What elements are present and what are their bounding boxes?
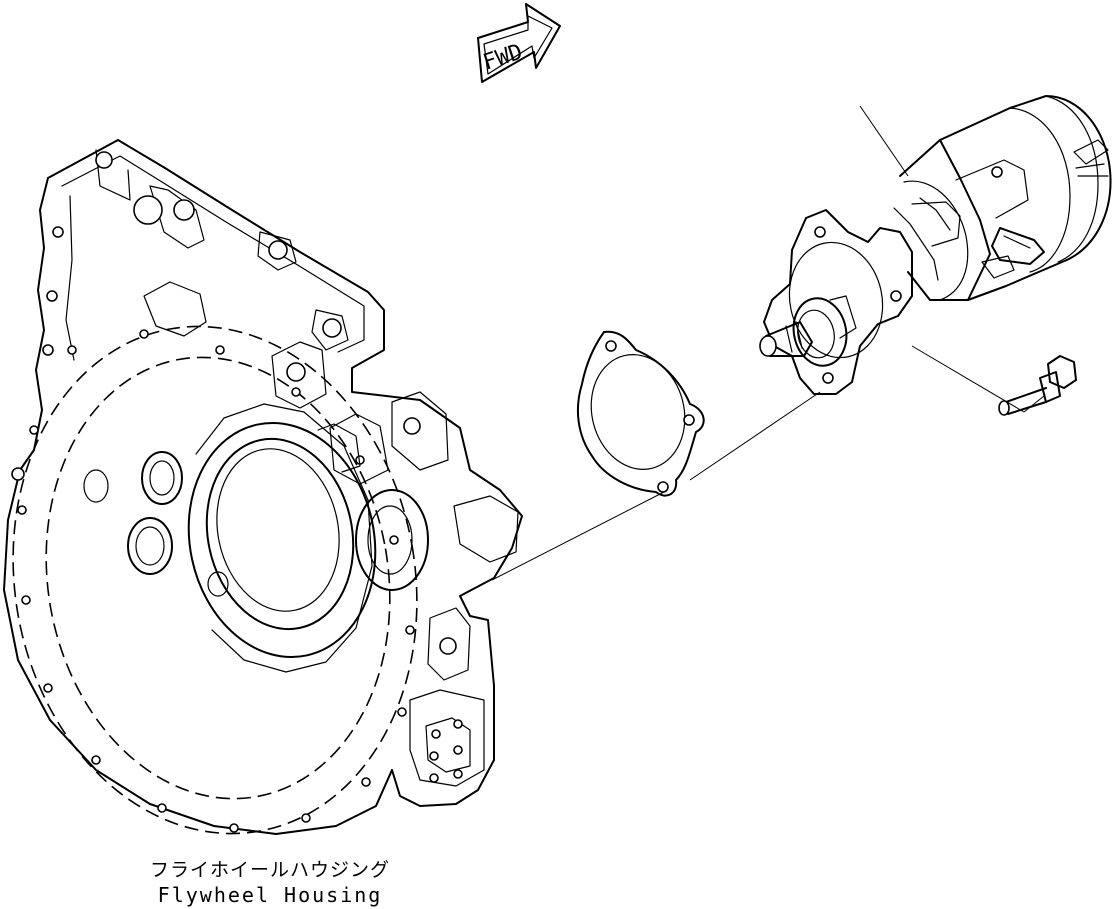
fwd-arrow-icon: FWD (477, 3, 561, 83)
caption-english: Flywheel Housing (157, 883, 383, 907)
leader-lines (491, 105, 1045, 581)
part-caption: フライホイールハウジング Flywheel Housing (110, 858, 430, 908)
gasket (576, 330, 705, 497)
mounting-bolt (998, 355, 1077, 416)
starter-motor (759, 95, 1112, 395)
flywheel-housing (3, 139, 523, 835)
caption-japanese: フライホイールハウジング (149, 859, 390, 881)
fwd-label: FWD (480, 40, 526, 76)
